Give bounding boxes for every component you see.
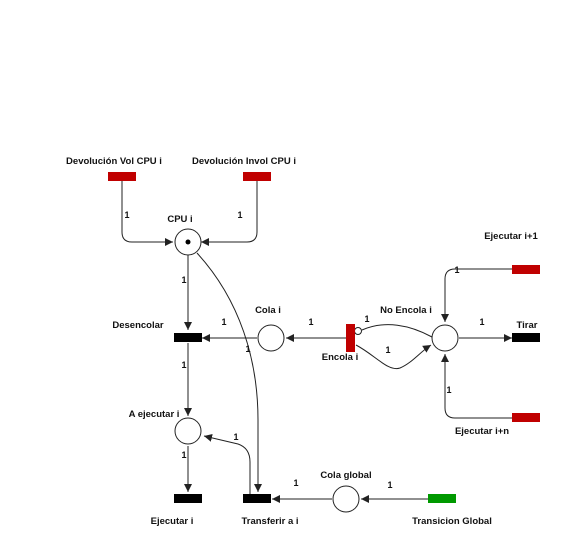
place-cola-global — [332, 485, 360, 513]
arc-encola-to-noencola — [355, 344, 432, 370]
weight-desencolar-aejecutar: 1 — [181, 360, 186, 370]
weight-cpu-desencolar: 1 — [181, 275, 186, 285]
label-devol-invol: Devolución Invol CPU i — [192, 156, 296, 167]
arc-inhibitor-noencola-to-encola — [361, 324, 433, 338]
arc-transferir-to-aejecutar — [203, 433, 251, 494]
weight-encola-cola: 1 — [308, 317, 313, 327]
transition-global — [428, 494, 456, 503]
arc-devol-invol-to-cpu — [201, 181, 258, 246]
transition-ejecutar — [174, 494, 202, 503]
arc-cpu-to-transferir — [196, 252, 262, 492]
token-cpu — [185, 239, 191, 245]
transition-transferir — [243, 494, 271, 503]
weight-cpu-transferir: 1 — [245, 344, 250, 354]
weight-transferir-aejecutar: 1 — [233, 432, 238, 442]
transition-tirar — [512, 333, 540, 342]
weight-encola-noencola: 1 — [385, 345, 390, 355]
label-devol-vol: Devolución Vol CPU i — [66, 156, 162, 167]
label-cola: Cola i — [255, 305, 281, 316]
label-no-encola: No Encola i — [380, 305, 432, 316]
label-ejecutar: Ejecutar i — [151, 516, 194, 527]
label-cola-global: Cola global — [320, 470, 371, 481]
weight-next-noencola: 1 — [454, 265, 459, 275]
transition-ejecutar-next — [512, 265, 540, 274]
arc-devol-vol-to-cpu — [121, 181, 173, 246]
label-cpu: CPU i — [167, 214, 192, 225]
weight-aejecutar-ejecutar: 1 — [181, 450, 186, 460]
weight-inhibitor-encola: 1 — [364, 314, 369, 324]
label-encola: Encola i — [322, 352, 358, 363]
transition-ejecutar-n — [512, 413, 540, 422]
weight-n-noencola: 1 — [446, 385, 451, 395]
arc-ejecutar-next-to-noencola — [441, 268, 512, 322]
weight-colaglobal-transferir: 1 — [293, 478, 298, 488]
label-a-ejecutar: A ejecutar i — [129, 409, 180, 420]
transition-desencolar — [174, 333, 202, 342]
weight-devol-invol-cpu: 1 — [237, 210, 242, 220]
weight-devol-vol-cpu: 1 — [124, 210, 129, 220]
weight-cola-desencolar: 1 — [221, 317, 226, 327]
label-ejecutar-n: Ejecutar i+n — [455, 426, 509, 437]
label-transicion-global: Transicion Global — [412, 516, 492, 527]
label-tirar: Tirar — [517, 320, 538, 331]
place-a-ejecutar — [174, 417, 202, 445]
transition-encola — [346, 324, 355, 352]
transition-devol-invol — [243, 172, 271, 181]
arc-ejecutar-n-to-noencola — [441, 354, 512, 419]
place-no-encola — [431, 324, 459, 352]
transition-devol-vol — [108, 172, 136, 181]
weight-global-colaglobal: 1 — [387, 480, 392, 490]
inhibitor-circle — [354, 327, 362, 335]
label-transferir: Transferir a i — [241, 516, 298, 527]
label-ejecutar-next: Ejecutar i+1 — [484, 231, 538, 242]
weight-noencola-tirar: 1 — [479, 317, 484, 327]
label-desencolar: Desencolar — [112, 320, 164, 331]
place-cola — [257, 324, 285, 352]
